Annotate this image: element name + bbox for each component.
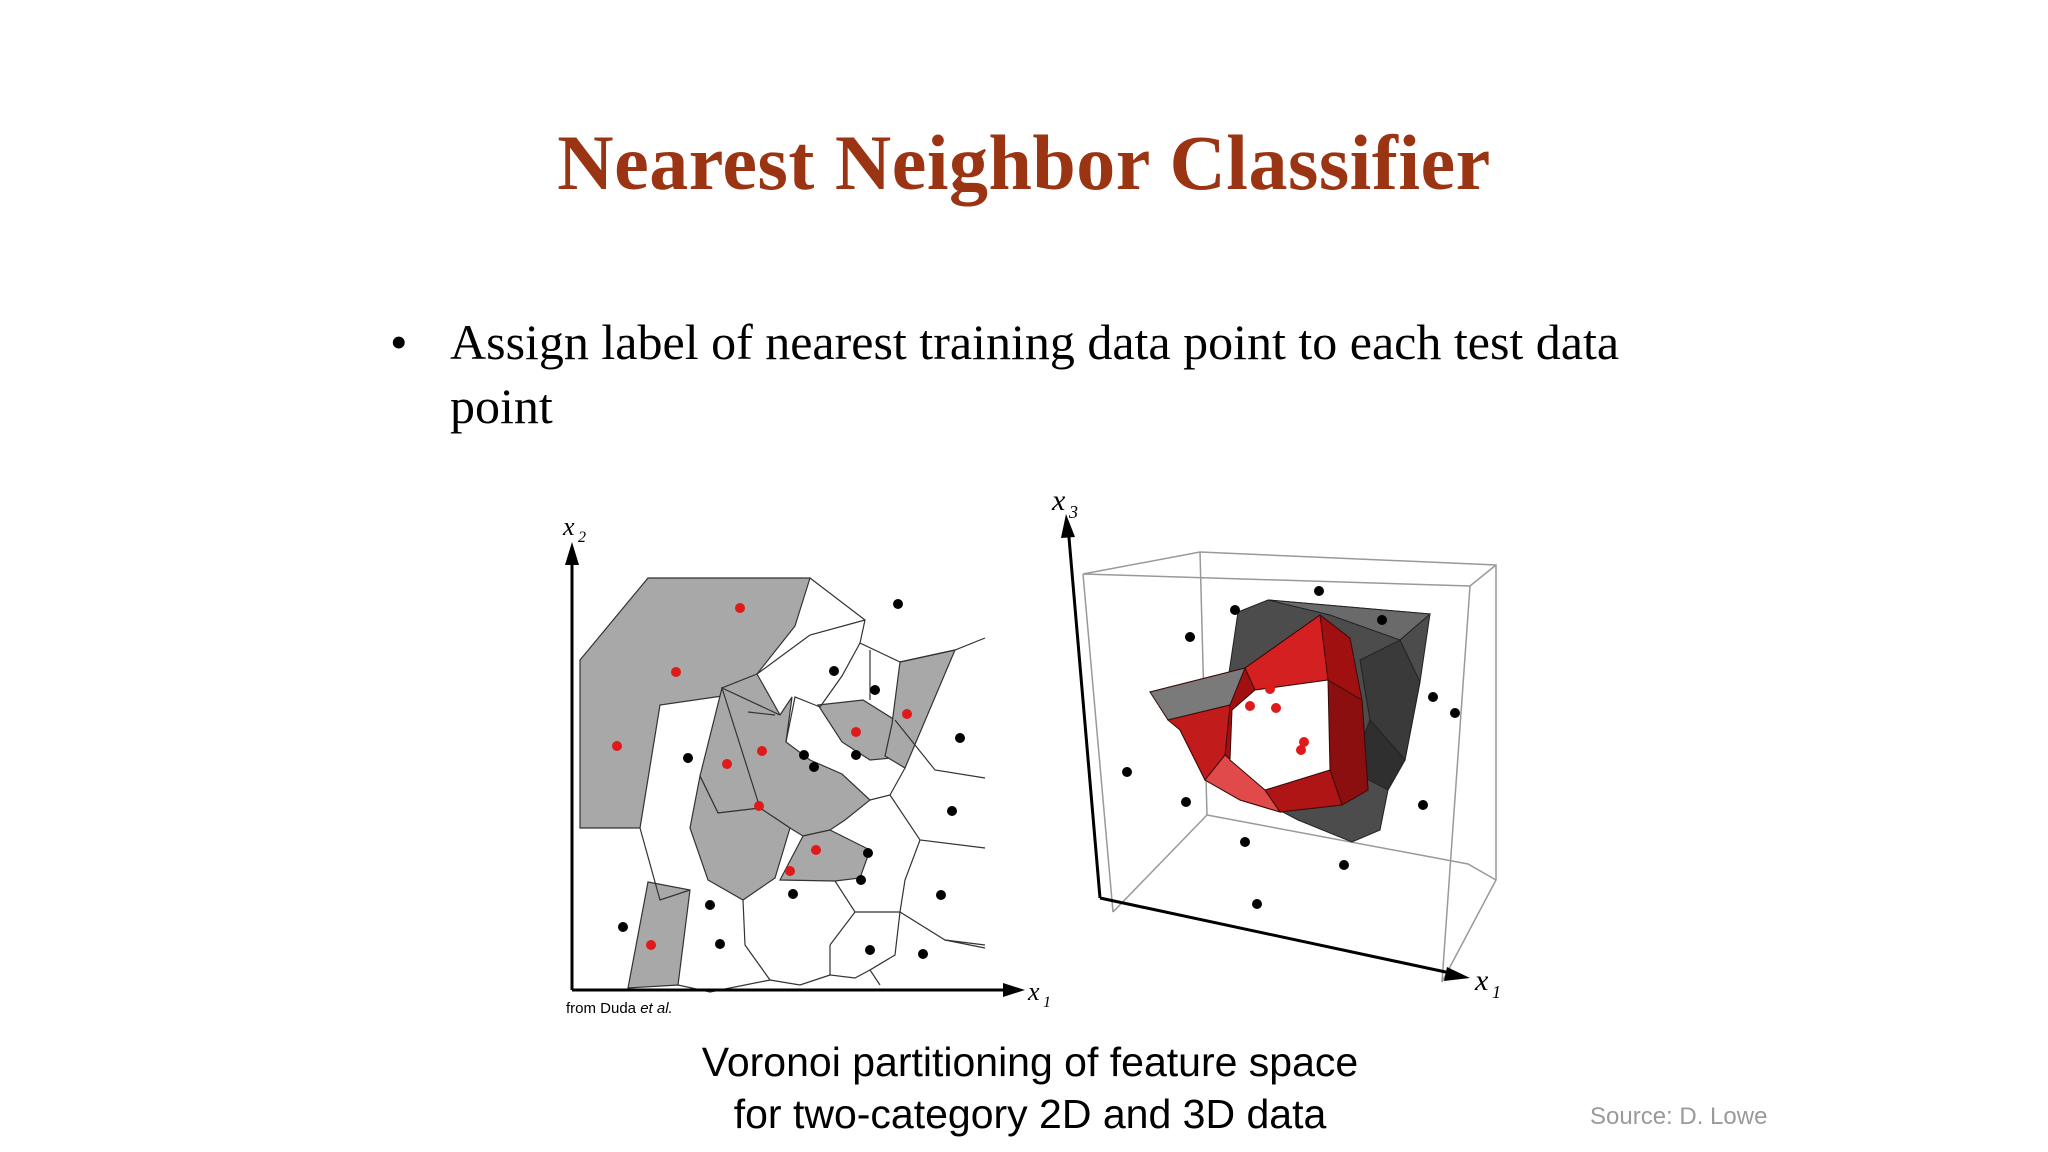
credit-prefix: from Duda: [566, 1000, 637, 1017]
axes-2d: [565, 542, 1025, 997]
slide-title: Nearest Neighbor Classifier: [557, 119, 1491, 206]
red-points-3d: [1245, 684, 1309, 755]
black-point: [618, 922, 628, 932]
red-point: [1296, 745, 1306, 755]
bullet-marker: •: [390, 314, 408, 370]
red-point: [722, 759, 732, 769]
x1-axis-label: x: [1027, 977, 1040, 1006]
x-axis-arrowhead: [1003, 983, 1025, 997]
red-point: [851, 727, 861, 737]
caption-line-2: for two-category 2D and 3D data: [733, 1091, 1327, 1137]
black-point: [1339, 860, 1349, 870]
voronoi-2d-edges: [639, 577, 986, 993]
axes-3d: [1061, 514, 1470, 981]
black-point: [705, 900, 715, 910]
black-points-3d: [1122, 586, 1460, 909]
black-point: [1418, 800, 1428, 810]
black-point: [1450, 708, 1460, 718]
x3-axis-label: x: [1051, 484, 1066, 517]
black-point: [1377, 615, 1387, 625]
source-attribution: Source: D. Lowe: [1590, 1103, 1768, 1130]
figure-credit: from Duda et al.: [566, 1000, 673, 1017]
red-point: [1245, 701, 1255, 711]
black-point: [1252, 899, 1262, 909]
black-point: [1230, 605, 1240, 615]
figure-caption: Voronoi partitioning of feature space fo…: [560, 1036, 1500, 1140]
black-point: [1428, 692, 1438, 702]
black-point: [936, 890, 946, 900]
black-point: [1314, 586, 1324, 596]
black-point: [955, 733, 965, 743]
red-point: [671, 667, 681, 677]
x1-3d-axis-label: x: [1474, 964, 1489, 997]
black-point: [683, 753, 693, 763]
black-point: [851, 750, 861, 760]
red-point: [785, 866, 795, 876]
x1-axis-subscript: 1: [1043, 994, 1051, 1011]
caption-line-1: Voronoi partitioning of feature space: [701, 1039, 1359, 1085]
black-point: [829, 666, 839, 676]
y-axis-arrowhead: [565, 542, 579, 565]
polyhedron-window: [1229, 679, 1331, 791]
credit-suffix: et al.: [640, 1000, 673, 1017]
black-point: [947, 806, 957, 816]
x1-3d-axis-subscript: 1: [1492, 982, 1501, 1002]
red-point: [1265, 684, 1275, 694]
black-point: [918, 949, 928, 959]
red-point: [612, 741, 622, 751]
x2-axis-label: x: [562, 512, 575, 541]
black-point: [893, 599, 903, 609]
x-axis-arrowhead-3d: [1444, 967, 1470, 981]
black-point: [809, 762, 819, 772]
black-point: [1122, 767, 1132, 777]
black-point: [863, 848, 873, 858]
black-point: [1181, 797, 1191, 807]
x2-axis-subscript: 2: [578, 529, 586, 546]
red-point: [1299, 737, 1309, 747]
x3-axis-subscript: 3: [1068, 502, 1078, 522]
black-point: [1185, 632, 1195, 642]
red-point: [811, 845, 821, 855]
black-point: [799, 750, 809, 760]
black-points-2d: [618, 599, 965, 959]
red-points-2d: [612, 603, 912, 950]
red-point: [646, 940, 656, 950]
red-point: [902, 709, 912, 719]
bullet-text: Assign label of nearest training data po…: [450, 314, 1620, 434]
black-point: [1240, 837, 1250, 847]
red-polyhedron: [1149, 614, 1369, 813]
z-axis-arrowhead: [1061, 514, 1075, 538]
red-point: [757, 746, 767, 756]
black-point: [856, 875, 866, 885]
voronoi-cell-red: [689, 774, 791, 901]
black-point: [788, 889, 798, 899]
red-point: [735, 603, 745, 613]
red-point: [754, 801, 764, 811]
black-point: [865, 945, 875, 955]
black-point: [870, 685, 880, 695]
black-point: [715, 939, 725, 949]
red-point: [1271, 703, 1281, 713]
